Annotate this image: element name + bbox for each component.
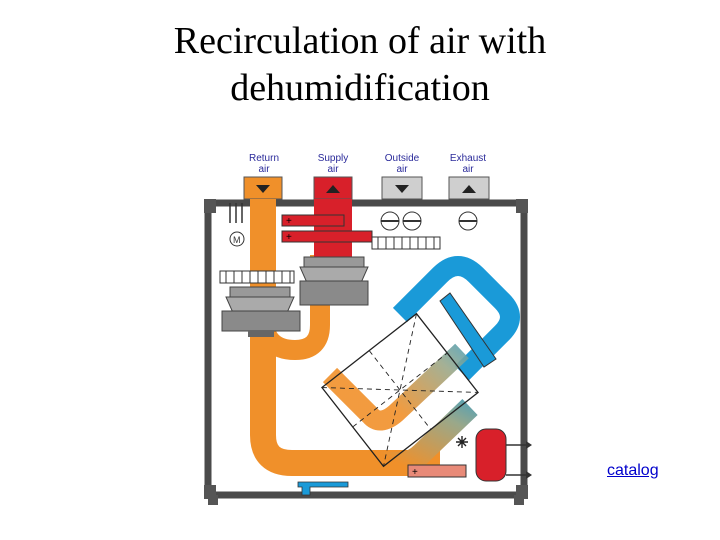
compressor [475,428,507,482]
svg-text:Supply: Supply [318,153,349,164]
snowflake-icon [456,436,468,448]
condensate-tray [297,481,349,496]
supply-air-arrow-icon [326,185,340,193]
return-air-filter [219,270,295,284]
plus-icon: + [286,232,292,243]
label-return-air: Return air [249,153,279,175]
arrow-right-icon [526,471,532,479]
catalog-link[interactable]: catalog [607,462,659,479]
supply-duct-body [314,199,352,259]
heat-exchanger [321,312,479,468]
motor-icon [229,231,245,247]
svg-text:Exhaust: Exhaust [450,153,486,164]
condenser-coil [439,292,497,368]
unit-foot-right [514,495,524,505]
slide-title: Recirculation of air with dehumidificati… [0,18,720,112]
svg-text:air: air [396,164,408,175]
reheat-coil [407,464,467,478]
damper-icon [229,203,243,223]
svg-text:air: air [462,164,474,175]
slide-title-line-2: dehumidification [230,67,490,109]
plus-icon: + [286,216,292,227]
outside-air-arrow-icon [395,185,409,193]
return-fan [221,286,301,337]
outside-air-damper [380,211,422,231]
svg-text:air: air [258,164,270,175]
exhaust-air-flow [392,256,520,381]
slide-title-line-1: Recirculation of air with [173,20,547,62]
svg-text:Outside: Outside [385,153,420,164]
supply-fan [299,256,369,306]
exhaust-air-arrow-icon [462,185,476,193]
return-air-arrow-icon [256,185,270,193]
heating-coil-1 [281,214,345,227]
compressor-pipe [506,444,528,476]
arrow-right-icon [526,441,532,449]
svg-text:M: M [233,235,241,245]
exhaust-air-damper [458,211,478,231]
svg-text:air: air [327,164,339,175]
svg-text:Return: Return [249,153,279,164]
label-outside-air: Outside air [385,153,420,175]
mixed-air-flow [290,399,478,474]
svg-text:+: + [412,467,418,478]
unit-foot-left [208,495,218,505]
heating-coil-2 [281,230,373,243]
outside-air-filter [371,236,441,250]
casing-corner-tl [204,199,216,213]
label-exhaust-air: Exhaust air [450,153,486,175]
mixed-air-flow-upper [322,343,469,431]
air-handling-unit-diagram: Return air Supply air Outside air Exhaus… [204,153,532,505]
casing-corner-tr [516,199,528,213]
label-supply-air: Supply air [318,153,349,175]
